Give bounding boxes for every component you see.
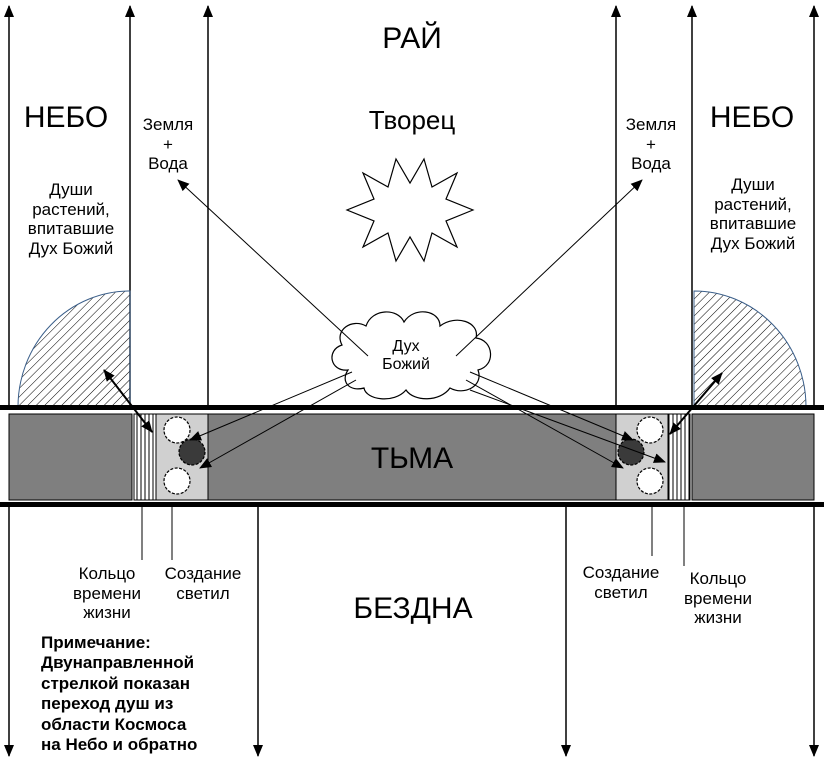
souls-quarter-circle-left xyxy=(17,290,131,408)
soul-transition-arrow-left xyxy=(103,369,153,433)
spirit-cloud-icon xyxy=(331,311,492,400)
abyss-boundary-line xyxy=(0,502,824,507)
earth-water-label-right: Земля+Вода xyxy=(625,115,677,174)
light-orb xyxy=(636,467,664,495)
light-orb xyxy=(636,416,664,444)
souls-quarter-circle-right xyxy=(693,290,807,408)
note-block: Примечание: Двунаправленной стрелкой пок… xyxy=(41,633,198,754)
dark-orb xyxy=(617,438,645,466)
arrow-to-luminary xyxy=(469,389,666,463)
spirit-arrows xyxy=(177,179,666,469)
paradise-label: РАЙ xyxy=(382,22,442,55)
downward-arrows xyxy=(4,507,819,757)
arrow-to-luminary xyxy=(199,379,357,469)
arrow-to-luminary xyxy=(465,379,624,469)
arrow-to-luminary xyxy=(189,371,353,441)
earth-water-label-left: Земля+Вода xyxy=(142,115,194,174)
light-orb xyxy=(163,467,191,495)
creator-label: Творец xyxy=(368,105,456,135)
abyss-label: БЕЗДНА xyxy=(353,592,473,625)
light-orb xyxy=(163,416,191,444)
heaven-boundary-line xyxy=(0,405,824,410)
arrow-to-earth-right xyxy=(455,179,643,357)
darkness-label: ТЬМА xyxy=(370,442,454,475)
soul-transition-arrow-right xyxy=(669,372,723,435)
creator-sun-icon xyxy=(345,157,475,263)
sky-label-right: НЕБО xyxy=(709,101,795,134)
arrow-to-luminary xyxy=(469,371,634,441)
luminaries-left xyxy=(163,416,206,495)
note-title: Примечание: xyxy=(41,633,151,652)
bidirectional-arrows xyxy=(103,369,723,435)
label-leader-lines xyxy=(141,505,685,566)
arrow-to-earth-left xyxy=(177,179,369,357)
dark-orb xyxy=(178,438,206,466)
sky-label-left: НЕБО xyxy=(23,101,109,134)
